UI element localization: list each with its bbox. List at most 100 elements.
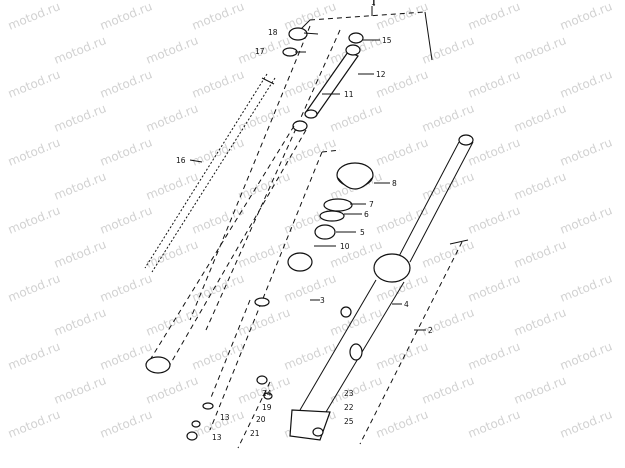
watermark-text-27: motod.ru <box>98 135 154 169</box>
watermark-text-6: motod.ru <box>558 0 614 33</box>
callout-23: 23 <box>344 389 354 398</box>
watermark-text-24: motod.ru <box>420 101 476 135</box>
callout-5: 5 <box>360 228 365 237</box>
watermark-text-20: motod.ru <box>52 101 108 135</box>
watermark-text-14: motod.ru <box>98 67 154 101</box>
watermark-text-45: motod.ru <box>558 203 614 237</box>
watermark-text-30: motod.ru <box>374 135 430 169</box>
watermark-text-70: motod.ru <box>466 339 522 373</box>
watermark-text-79: motod.ru <box>98 407 154 441</box>
callout-13b: 13 <box>212 433 222 442</box>
watermark-text-54: motod.ru <box>190 271 246 305</box>
watermark-text-13: motod.ru <box>6 67 62 101</box>
watermark-text-72: motod.ru <box>52 373 108 407</box>
watermark-text-7: motod.ru <box>52 33 108 67</box>
watermark-text-73: motod.ru <box>144 373 200 407</box>
watermark-text-0: motod.ru <box>6 0 62 33</box>
watermark-text-67: motod.ru <box>190 339 246 373</box>
callout-17: 17 <box>255 47 265 56</box>
watermark-text-33: motod.ru <box>52 169 108 203</box>
watermark-text-26: motod.ru <box>6 135 62 169</box>
watermark-text-59: motod.ru <box>52 305 108 339</box>
watermark-text-75: motod.ru <box>328 373 384 407</box>
outer-tube <box>289 134 474 441</box>
seal-bracket <box>209 149 341 431</box>
callout-10: 10 <box>340 242 350 251</box>
callout-6: 6 <box>364 210 369 219</box>
watermark-text-66: motod.ru <box>98 339 154 373</box>
watermark-text-19: motod.ru <box>558 67 614 101</box>
leader-lines <box>189 0 426 331</box>
watermark-text-8: motod.ru <box>144 33 200 67</box>
fork-spring <box>144 73 276 273</box>
seal-stack <box>287 162 374 272</box>
watermark-text-61: motod.ru <box>236 305 292 339</box>
watermark-text-41: motod.ru <box>190 203 246 237</box>
callout-8: 8 <box>392 179 397 188</box>
watermark-text-76: motod.ru <box>420 373 476 407</box>
outer-tube-bracket <box>359 239 469 445</box>
watermark-text-21: motod.ru <box>144 101 200 135</box>
callout-16: 16 <box>176 156 186 165</box>
watermark-text-46: motod.ru <box>52 237 108 271</box>
watermark-text-38: motod.ru <box>512 169 568 203</box>
watermark-text-47: motod.ru <box>144 237 200 271</box>
watermark-text-50: motod.ru <box>420 237 476 271</box>
watermark-text-2: motod.ru <box>190 0 246 33</box>
callout-4: 4 <box>404 300 409 309</box>
watermark-text-18: motod.ru <box>466 67 522 101</box>
callout-15: 15 <box>382 36 392 45</box>
watermark-text-32: motod.ru <box>558 135 614 169</box>
watermark-text-83: motod.ru <box>466 407 522 441</box>
callout-2: 2 <box>428 326 433 335</box>
watermark-text-78: motod.ru <box>6 407 62 441</box>
callout-20: 20 <box>256 415 266 424</box>
watermark-text-43: motod.ru <box>374 203 430 237</box>
watermark-text-57: motod.ru <box>466 271 522 305</box>
damper-rod-tube <box>145 25 341 374</box>
watermark-text-82: motod.ru <box>374 407 430 441</box>
watermark-text-23: motod.ru <box>328 101 384 135</box>
lower-hardware <box>186 297 363 449</box>
watermark-text-5: motod.ru <box>466 0 522 33</box>
callout-24: 24 <box>262 389 272 398</box>
callout-11: 11 <box>344 90 354 99</box>
callout-19: 19 <box>262 403 272 412</box>
watermark-text-34: motod.ru <box>144 169 200 203</box>
callout-1: 1 <box>371 0 376 7</box>
callout-13: 13 <box>220 413 230 422</box>
watermark-text-37: motod.ru <box>420 169 476 203</box>
callout-labels: 1 18 17 15 12 11 16 8 7 6 5 10 3 4 2 24 … <box>176 0 433 442</box>
watermark-text-3: motod.ru <box>282 0 338 33</box>
watermark-text-12: motod.ru <box>512 33 568 67</box>
watermark-text-60: motod.ru <box>144 305 200 339</box>
watermark-text-69: motod.ru <box>374 339 430 373</box>
watermark-text-58: motod.ru <box>558 271 614 305</box>
watermark-text-71: motod.ru <box>558 339 614 373</box>
watermark-text-15: motod.ru <box>190 67 246 101</box>
inner-tube <box>304 44 361 119</box>
watermark-text-48: motod.ru <box>236 237 292 271</box>
watermark-text-68: motod.ru <box>282 339 338 373</box>
watermark-text-84: motod.ru <box>558 407 614 441</box>
watermark-text-52: motod.ru <box>6 271 62 305</box>
watermark-text-40: motod.ru <box>98 203 154 237</box>
watermark-text-44: motod.ru <box>466 203 522 237</box>
callout-3: 3 <box>320 296 325 305</box>
watermark-text-22: motod.ru <box>236 101 292 135</box>
watermark-text-31: motod.ru <box>466 135 522 169</box>
watermark-text-51: motod.ru <box>512 237 568 271</box>
callout-25: 25 <box>344 417 354 426</box>
callout-7: 7 <box>369 200 374 209</box>
watermark-text-77: motod.ru <box>512 373 568 407</box>
callout-22: 22 <box>344 403 354 412</box>
watermark-text-62: motod.ru <box>328 305 384 339</box>
watermark-text-4: motod.ru <box>374 0 430 33</box>
callout-21: 21 <box>250 429 260 438</box>
watermark-text-1: motod.ru <box>98 0 154 33</box>
watermark-text-53: motod.ru <box>98 271 154 305</box>
callout-12: 12 <box>376 70 386 79</box>
callout-18: 18 <box>268 28 278 37</box>
